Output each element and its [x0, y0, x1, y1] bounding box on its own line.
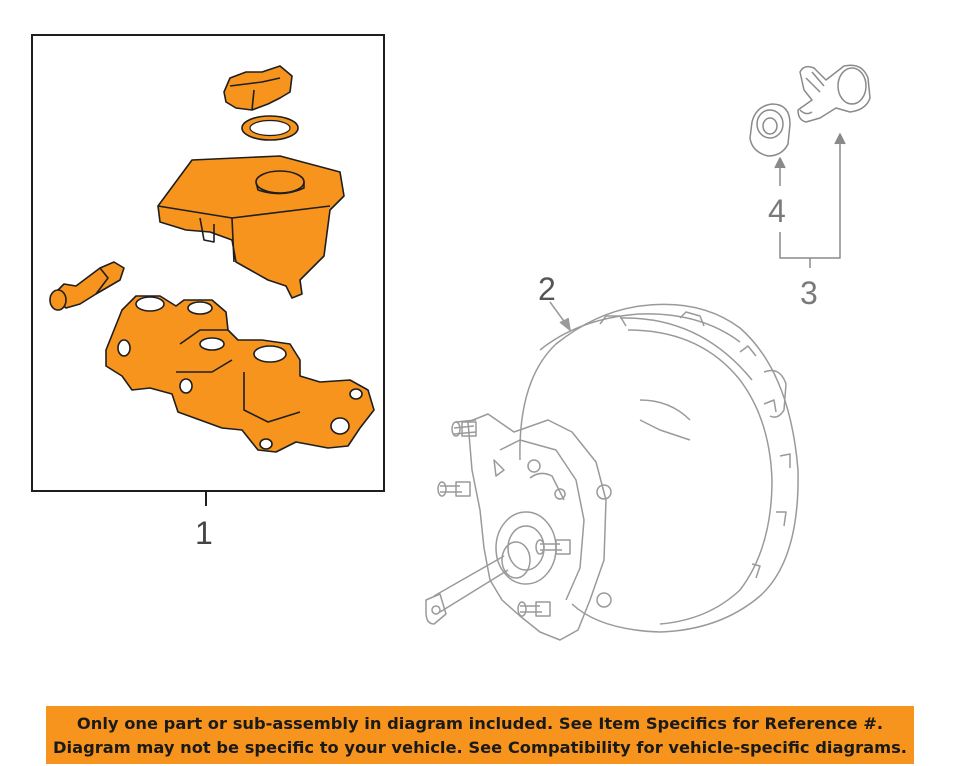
callout-1: 1	[195, 515, 213, 551]
notice-line-2: Diagram may not be specific to your vehi…	[52, 738, 907, 757]
mounting-studs	[437, 419, 571, 617]
master-cylinder-body	[105, 295, 375, 453]
notice-banner: Only one part or sub-assembly in diagram…	[46, 706, 914, 764]
grommet	[749, 103, 791, 157]
master-cylinder-group: 1	[31, 34, 385, 551]
callout-4: 4	[768, 193, 786, 229]
callout-3: 3	[800, 275, 818, 311]
fluid-reservoir	[157, 155, 345, 299]
part-1-frame	[31, 34, 385, 492]
leader-3-bracket	[779, 134, 841, 259]
notice-line-1: Only one part or sub-assembly in diagram…	[76, 714, 884, 733]
reservoir-cap	[223, 65, 293, 111]
brake-booster	[425, 301, 799, 641]
callout-2: 2	[538, 271, 556, 307]
level-sensor	[49, 261, 125, 311]
push-rod	[425, 511, 557, 625]
check-valve	[797, 64, 871, 123]
check-valve-group	[749, 64, 871, 268]
